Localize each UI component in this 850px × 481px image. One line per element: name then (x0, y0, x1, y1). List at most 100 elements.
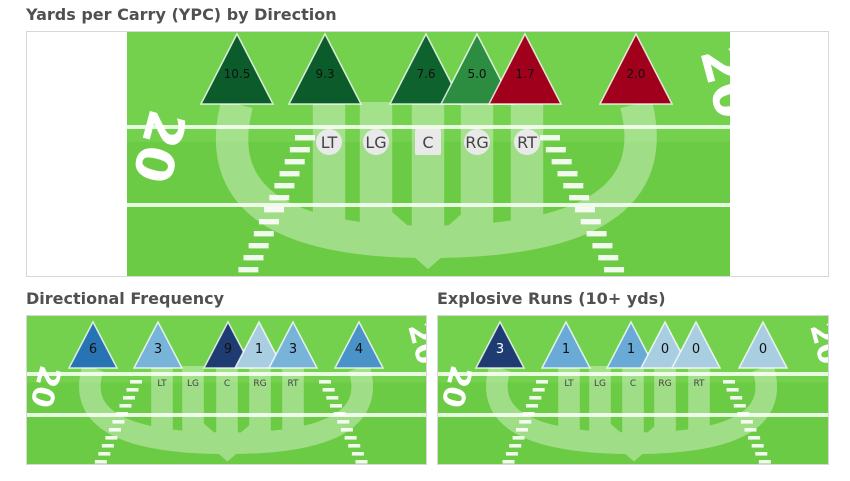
hash-mark (574, 207, 595, 213)
hash-mark (730, 396, 743, 400)
hash-mark (274, 183, 295, 189)
value-label: 3 (154, 342, 162, 357)
hash-mark (748, 436, 761, 440)
hash-mark (512, 436, 525, 440)
hash-marks (502, 380, 771, 464)
triangle-left-guard (388, 32, 464, 105)
hash-mark (258, 219, 279, 225)
gap-label-lg: LG (594, 379, 606, 389)
hash-mark (94, 460, 107, 464)
value-label: 0 (692, 342, 700, 357)
hash-mark (351, 452, 364, 456)
run-arrow-shaft (654, 366, 676, 444)
hash-mark (751, 444, 764, 448)
hash-mark (522, 412, 535, 416)
gap-label-rt: RT (693, 379, 705, 389)
hash-mark (592, 243, 613, 249)
hash-mark (289, 147, 310, 153)
hash-mark (344, 436, 357, 440)
value-label: 1 (627, 342, 635, 357)
value-label: 5.0 (467, 67, 486, 81)
run-arrow-shaft (589, 366, 611, 444)
value-label: 6 (89, 342, 97, 357)
gap-label-c: C (630, 379, 636, 389)
run-arrow-sweep-right (633, 364, 778, 455)
triangle-center (639, 320, 691, 369)
value-label: 3 (496, 342, 504, 357)
value-label: 0 (759, 342, 767, 357)
hash-mark (348, 444, 361, 448)
value-label: 1 (562, 342, 570, 357)
hash-mark (726, 388, 739, 392)
run-arrow-shaft (312, 102, 346, 242)
value-label: 1 (255, 342, 263, 357)
triangle-right-end (598, 32, 674, 105)
gap-badge-lt (316, 129, 342, 155)
triangle-left-end (67, 320, 119, 369)
run-arrow-shaft (151, 366, 173, 444)
value-label: 3 (289, 342, 297, 357)
run-arrow-shaft (216, 366, 238, 444)
frequency-title: Directional Frequency (26, 289, 225, 308)
hash-mark (326, 396, 339, 400)
triangle-left-end (474, 320, 526, 369)
run-arrow-sweep-left (486, 364, 635, 455)
value-label: 4 (355, 342, 363, 357)
run-arrow-sweep-right (427, 99, 657, 259)
hash-mark (515, 428, 528, 432)
gap-label-lg: LG (365, 133, 386, 152)
hash-mark (253, 231, 274, 237)
hash-mark (337, 420, 350, 424)
gap-badge-rt (514, 129, 540, 155)
run-arrows (215, 99, 657, 270)
hash-mark (98, 452, 111, 456)
hash-mark (737, 412, 750, 416)
run-arrow-shaft (510, 102, 544, 242)
hash-mark (238, 267, 259, 273)
hash-mark (545, 147, 566, 153)
run-arrow-shaft (558, 366, 580, 444)
triangle-left-end (199, 32, 275, 105)
run-arrow-shaft (182, 366, 204, 444)
triangle-right-guard (267, 320, 319, 369)
run-arrow-shaft (249, 366, 271, 444)
value-label: 0 (661, 342, 669, 357)
gap-label-c: C (422, 133, 433, 152)
run-arrow-sweep-right (227, 364, 373, 455)
hash-mark (529, 396, 542, 400)
hash-mark (733, 404, 746, 408)
gap-badge-rg (464, 129, 490, 155)
run-arrow-chevron (591, 414, 677, 462)
gap-label-c: C (224, 379, 230, 389)
hash-mark (355, 460, 368, 464)
value-label: 1.7 (515, 67, 534, 81)
run-arrow-chevron (184, 414, 271, 462)
hash-mark (319, 380, 331, 384)
yard-line (27, 413, 426, 417)
hash-mark (540, 135, 560, 141)
hash-mark (243, 255, 264, 261)
hash-mark (755, 452, 768, 456)
yard-line (127, 125, 730, 129)
hash-mark (269, 195, 290, 201)
hash-mark (329, 404, 342, 408)
hash-mark (525, 404, 538, 408)
triangle-center (233, 320, 285, 369)
value-label: 7.6 (416, 67, 435, 81)
yard-line (438, 372, 828, 376)
hash-mark (115, 412, 128, 416)
triangle-right-end (737, 320, 789, 369)
hash-mark (509, 444, 522, 448)
hash-mark (112, 420, 125, 424)
run-arrow-sweep-left (79, 364, 228, 455)
hash-mark (758, 460, 771, 464)
yard-line (438, 413, 828, 417)
gap-label-rg: RG (253, 379, 266, 389)
ypc-title: Yards per Carry (YPC) by Direction (26, 5, 337, 24)
hash-mark (740, 420, 753, 424)
